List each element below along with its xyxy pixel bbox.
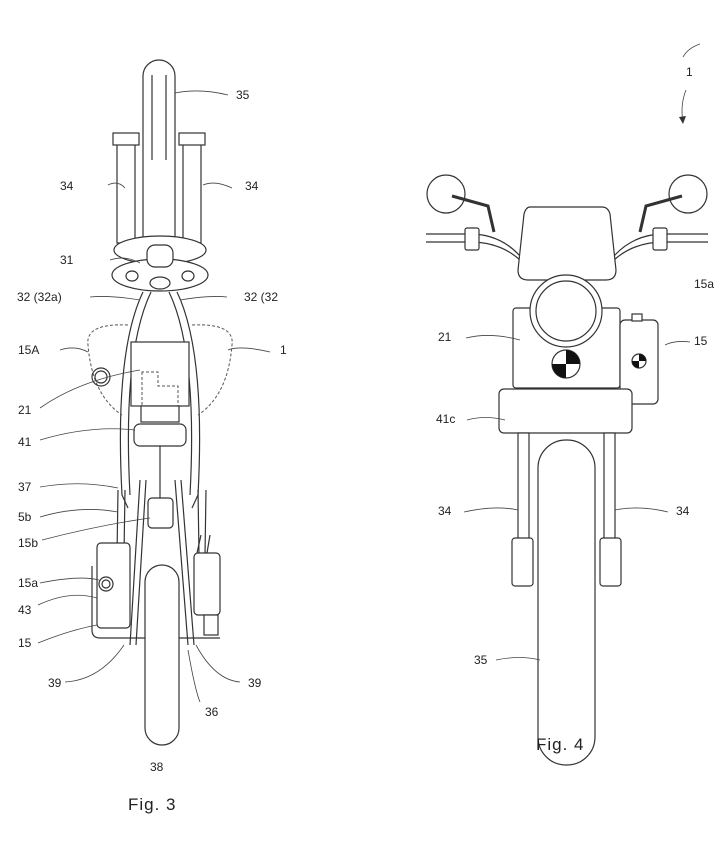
unit-41 — [133, 423, 187, 447]
figure-3-caption: Fig. 3 — [128, 795, 177, 814]
windscreen — [517, 206, 617, 281]
front-wheel — [142, 59, 176, 261]
label-41c: 41c — [436, 412, 455, 426]
label-41: 41 — [18, 435, 32, 449]
fork-left — [517, 432, 530, 544]
label-1-vehicle: 1 — [686, 65, 693, 79]
fork-cap-left — [112, 132, 140, 146]
label-35: 35 — [474, 653, 488, 667]
mirror-right — [668, 174, 708, 214]
label-15a: 15a — [694, 277, 714, 291]
label-31: 31 — [60, 253, 74, 267]
center-mark-icon-small — [631, 353, 647, 369]
body-21 — [130, 341, 190, 407]
label-21: 21 — [18, 403, 32, 417]
label-34-left: 34 — [60, 179, 74, 193]
fork-right — [182, 142, 202, 244]
figure-4-caption: Fig. 4 — [536, 735, 585, 754]
label-32a-left: 32 (32a) — [17, 290, 62, 304]
label-34-left: 34 — [438, 504, 452, 518]
tank-15 — [96, 542, 131, 629]
figure-4: 1 15a 15 21 41c 34 34 35 — [426, 43, 714, 766]
label-15: 15 — [694, 334, 708, 348]
label-34-right: 34 — [245, 179, 259, 193]
label-36: 36 — [205, 705, 219, 719]
unit-41c — [498, 388, 633, 434]
label-15b: 15b — [18, 536, 38, 550]
label-39-left: 39 — [48, 676, 62, 690]
label-15a: 15a — [18, 576, 38, 590]
label-5b: 5b — [18, 510, 32, 524]
label-32-right: 32 (32 — [244, 290, 278, 304]
label-21: 21 — [438, 330, 452, 344]
fork-right — [603, 432, 616, 544]
label-34-right: 34 — [676, 504, 690, 518]
mirror-left — [426, 174, 466, 214]
label-39-right: 39 — [248, 676, 262, 690]
label-38: 38 — [150, 760, 164, 774]
label-35: 35 — [236, 88, 250, 102]
fork-cap-right — [178, 132, 206, 146]
label-37: 37 — [18, 480, 32, 494]
label-15A: 15A — [18, 343, 39, 357]
rear-wheel — [144, 564, 180, 746]
fork-left — [116, 142, 136, 244]
cover-outline — [87, 324, 233, 416]
front-wheel — [537, 439, 596, 766]
label-1: 1 — [280, 343, 287, 357]
label-43: 43 — [18, 603, 32, 617]
label-15: 15 — [18, 636, 32, 650]
figure-3: 35 34 34 31 32 (32a) 32 (32 15A 1 21 41 … — [17, 59, 287, 814]
center-mark-icon — [551, 349, 581, 379]
